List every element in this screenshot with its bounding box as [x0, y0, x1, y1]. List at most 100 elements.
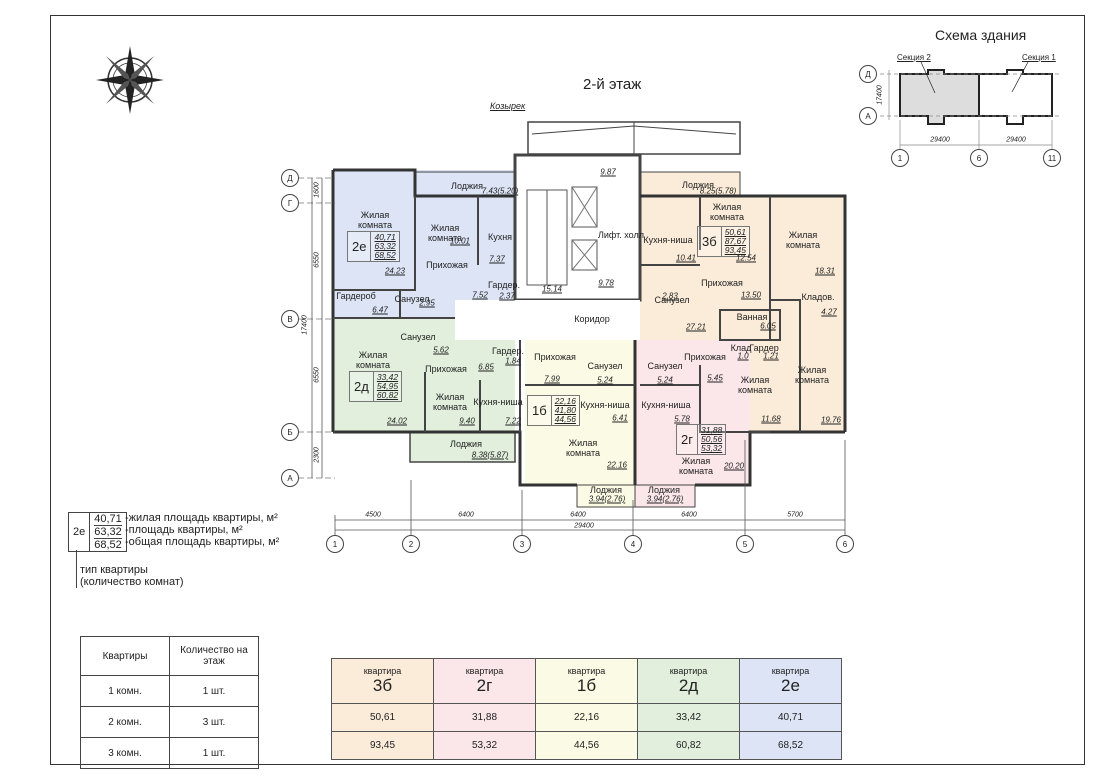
room-area: 19.76: [820, 415, 842, 425]
living-area: 31,88: [700, 425, 723, 435]
legend-living-desc: -жилая площадь квартиры, м²: [125, 512, 278, 524]
apartment-type: 2д: [350, 372, 374, 401]
apartment-area: 50,56: [700, 434, 723, 444]
section-1-label: Секция 1: [1022, 53, 1056, 62]
room-area: 6.85: [478, 362, 494, 372]
cell-prefix: квартира: [567, 666, 606, 676]
room-label: Гардероб: [336, 291, 376, 301]
table-row: 3 комн.1 шт.: [80, 737, 259, 769]
room-label: Лоджия: [682, 180, 714, 190]
col-dim: 6400: [570, 511, 586, 519]
cell: 50,61: [331, 703, 434, 732]
scheme-title: Схема здания: [935, 27, 1027, 43]
room-label: Прихожая: [425, 364, 467, 374]
cell: 68,52: [739, 731, 842, 760]
scheme-dim-width: 29400: [1006, 136, 1026, 144]
room-area: 9.78: [598, 278, 614, 288]
scheme-axis-col: 6: [970, 149, 988, 167]
room-area: 13.50: [740, 290, 762, 300]
legend-total: 68,52: [94, 539, 122, 551]
legend-total-desc: -общая площадь квартиры, м²: [125, 536, 280, 548]
col-dim: 5700: [787, 511, 803, 519]
cell: 1 комн.: [80, 675, 170, 707]
row-dim: 1600: [313, 182, 321, 198]
cell-type: 3б: [372, 676, 393, 695]
scheme-axis-row: А: [859, 107, 877, 125]
room-area: 7.99: [544, 374, 560, 384]
room-area: 5.78: [674, 414, 690, 424]
cell: 22,16: [535, 703, 638, 732]
compass-rose-icon: [96, 46, 164, 114]
room-area: 10.41: [675, 253, 697, 263]
room-label: Прихожая: [684, 352, 726, 362]
apartment-type: 2г: [677, 425, 698, 454]
scheme-axis-row: Д: [859, 65, 877, 83]
room-label: Кухня-ниша: [643, 235, 693, 245]
axis-row-marker: Б: [281, 423, 299, 441]
room-area: 24.02: [386, 416, 408, 426]
room-label: Лоджия: [450, 439, 482, 449]
room-label: Кухня: [487, 232, 513, 242]
building-scheme: [899, 69, 1053, 125]
room-area: 5.24: [597, 375, 613, 385]
cell: 60,82: [637, 731, 740, 760]
room-area: 5.24: [657, 375, 673, 385]
room-label: Прихожая: [701, 278, 743, 288]
cell-type: 2д: [678, 676, 699, 695]
room-area: 11.68: [761, 414, 781, 424]
axis-col-marker: 2: [402, 535, 420, 553]
room-area: 12.54: [735, 253, 757, 263]
page-title: 2-й этаж: [583, 76, 642, 93]
legend-area: 63,32: [94, 526, 122, 539]
table-row: 1 комн.1 шт.: [80, 675, 259, 707]
vestibule-area: 9.87: [600, 167, 616, 177]
room-label: Жилая комната: [427, 223, 463, 243]
room-area: 1.0: [737, 351, 749, 361]
apartment-area: 87,67: [724, 236, 746, 246]
room-label: Ванная: [736, 312, 768, 322]
room-label: Жилая комната: [794, 365, 830, 385]
room-area: 10.01: [449, 236, 471, 246]
room-area: 20.20: [723, 461, 745, 471]
total-area: 60,82: [376, 390, 399, 400]
room-label: Санузел: [400, 332, 436, 342]
row-dim: 2300: [313, 447, 321, 463]
cell: 40,71: [739, 703, 842, 732]
room-label: Жилая комната: [678, 456, 714, 476]
room-area: 8.25(5.78): [699, 186, 737, 196]
apartment-area: 63,32: [374, 241, 396, 251]
room-area: 5.62: [433, 345, 449, 355]
legend-type-desc: тип квартиры: [80, 564, 148, 576]
room-label: Жилая комната: [785, 230, 821, 250]
living-area: 33,42: [376, 372, 399, 382]
cell: 44,56: [535, 731, 638, 760]
room-label: Жилая комната: [565, 438, 601, 458]
room-label: Санузел: [394, 294, 430, 304]
room-area: 7.22: [505, 416, 521, 426]
scheme-axis-col: 1: [891, 149, 909, 167]
room-label: Лоджия: [648, 485, 680, 495]
room-label: Лифт. холл: [598, 230, 644, 240]
room-label: Жилая комната: [355, 350, 391, 370]
cell-type: 2е: [781, 676, 800, 695]
axis-row-marker: В: [281, 310, 299, 328]
room-area: 3.94(2.76): [588, 494, 626, 504]
living-area: 40,71: [374, 232, 396, 242]
cell: 3 комн.: [80, 737, 170, 769]
cell: 2 комн.: [80, 706, 170, 738]
apartment-area: 54,95: [376, 381, 399, 391]
apartment-type: 3б: [698, 227, 722, 256]
room-label: Коридор: [574, 314, 610, 324]
apartment-area: 41,80: [554, 405, 576, 415]
room-label: Санузел: [587, 361, 623, 371]
cell: 1 шт.: [169, 675, 259, 707]
cell-prefix: квартира: [363, 666, 402, 676]
header-count: Количество на этаж: [169, 636, 259, 676]
